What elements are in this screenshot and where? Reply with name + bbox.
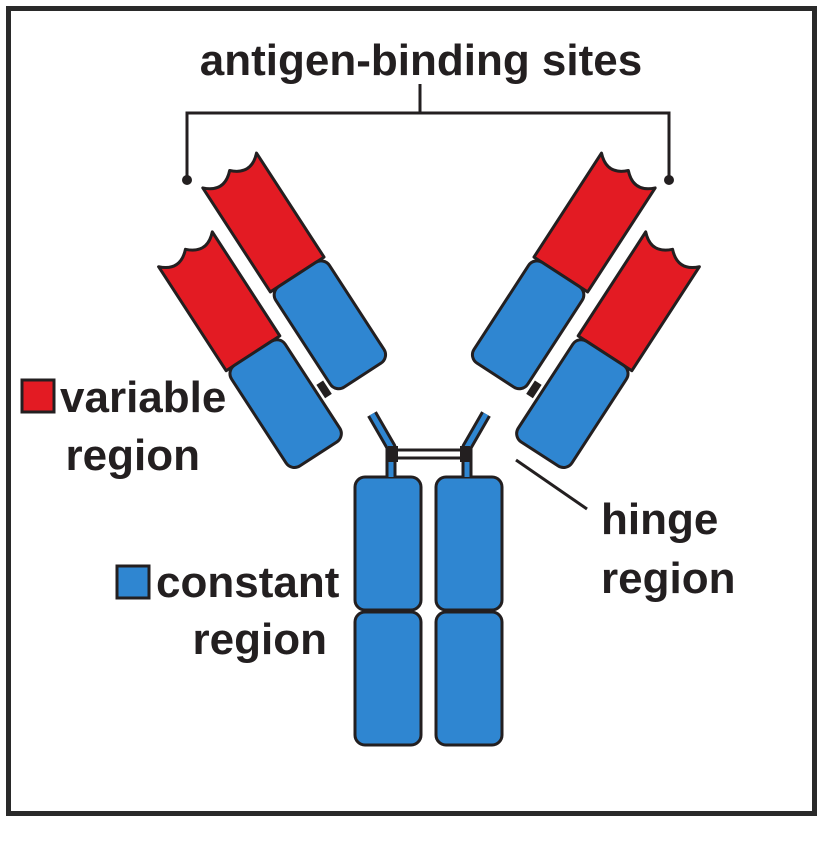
constant-swatch — [115, 564, 151, 600]
constant-domain-right-outer — [515, 338, 630, 470]
stem — [353, 475, 504, 747]
variable-domain-left-outer — [157, 230, 282, 373]
constant-domain-right-inner — [470, 259, 586, 391]
left-arm — [157, 151, 388, 470]
constant-domain-stem-left-lower — [353, 610, 423, 747]
hinge-region-label-line1: hinge — [601, 495, 718, 544]
variable-region-label-line1: variable — [60, 373, 226, 422]
binding-sites-bracket — [182, 84, 674, 185]
variable-domain-left-inner — [201, 151, 326, 294]
hinge-linkers — [367, 411, 491, 477]
constant-region-label-line2: region — [193, 615, 327, 664]
constant-domain-stem-right-upper — [434, 475, 504, 612]
hinge-pointer-line — [515, 458, 588, 511]
constant-domain-left-inner — [272, 259, 388, 391]
constant-domain-stem-right-lower — [434, 610, 504, 747]
constant-region-label-line1: constant — [156, 558, 340, 607]
variable-domain-right-inner — [532, 151, 657, 294]
variable-swatch — [20, 378, 56, 414]
antigen-binding-sites-label: antigen-binding sites — [200, 36, 642, 85]
right-arm — [470, 151, 701, 470]
variable-region-label-line2: region — [66, 431, 200, 480]
hinge-region-label-line2: region — [601, 554, 735, 603]
binding-site-dot-right — [664, 175, 674, 185]
constant-domain-left-outer — [228, 338, 343, 470]
variable-domain-right-outer — [576, 230, 701, 373]
binding-site-dot-left — [182, 175, 192, 185]
constant-domain-stem-left-upper — [353, 475, 423, 612]
